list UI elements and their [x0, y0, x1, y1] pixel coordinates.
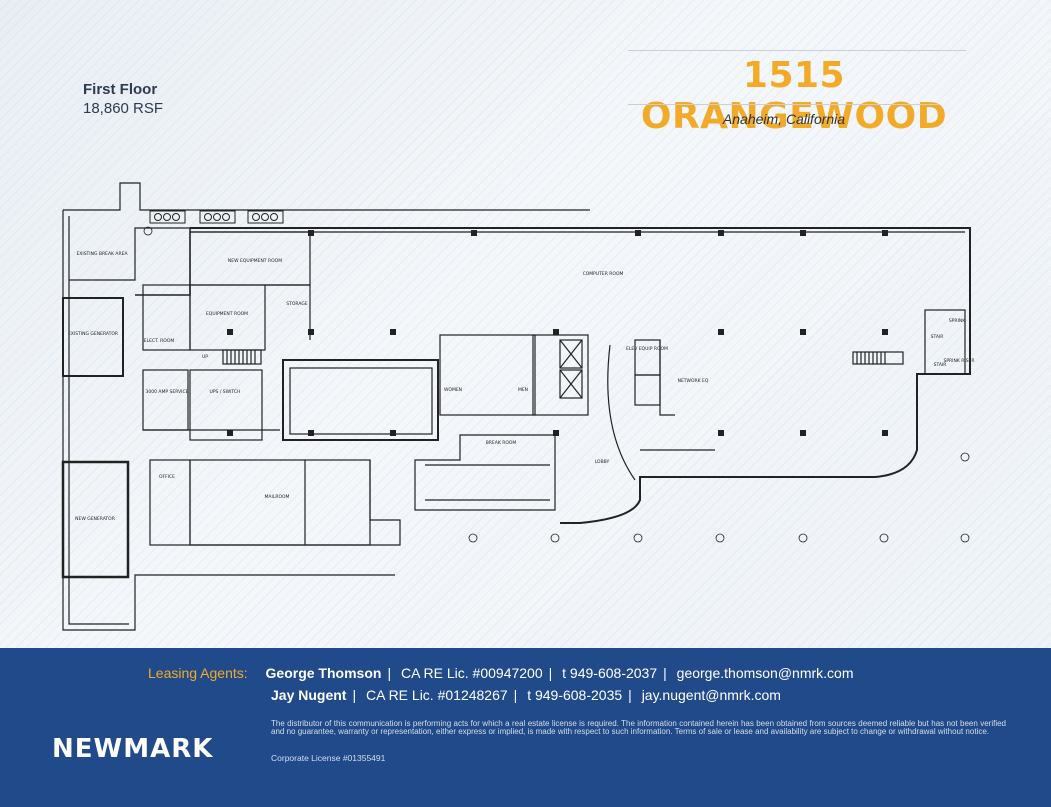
footer [0, 648, 1051, 807]
corporate-license: Corporate License #01355491 [271, 753, 386, 763]
agent2-license: CA RE Lic. #01248267 [366, 687, 508, 703]
label-sprinkler-riser: SPRINK RISER [943, 358, 974, 364]
label-women: WOMEN [444, 387, 462, 393]
label-new-generator: NEW GENERATOR [75, 516, 115, 522]
label-sprinkler: SPRINK [949, 318, 966, 324]
label-computer-room: COMPUTER ROOM [583, 271, 624, 277]
agent1-email[interactable]: george.thomson@nmrk.com [676, 665, 854, 681]
agent1-phone: t 949-608-2037 [562, 665, 658, 681]
building-name: 1515 ORANGEWOOD [640, 55, 948, 137]
label-existing-break-area: EXISTING BREAK AREA [76, 251, 128, 257]
label-elev-equip-room: ELEV EQUIP ROOM [626, 346, 668, 352]
label-up: UP [202, 354, 208, 360]
agent-row-2: Jay Nugent| CA RE Lic. #01248267| t 949-… [271, 687, 781, 703]
label-office: OFFICE [159, 474, 175, 480]
leasing-agents-label: Leasing Agents: [148, 665, 248, 681]
background-pattern [0, 0, 1051, 648]
agent1-license: CA RE Lic. #00947200 [400, 665, 543, 681]
label-men: MEN [518, 387, 528, 393]
label-stair-1: STAIR [931, 334, 944, 340]
agent2-phone: t 949-608-2035 [527, 687, 623, 703]
label-amp-service: 3000 AMP SERVICE [146, 389, 189, 395]
label-new-equipment-room: NEW EQUIPMENT ROOM [228, 258, 282, 264]
title-rule-top [628, 50, 966, 51]
label-lobby: LOBBY [595, 459, 610, 465]
label-elect-room: ELECT. ROOM [144, 338, 175, 344]
label-break-room: BREAK ROOM [486, 440, 517, 446]
label-ups-switch: UPS / SWITCH [210, 389, 241, 395]
label-network-eq: NETWORK EQ [678, 378, 709, 384]
newmark-logo: NEWMARK [52, 734, 214, 764]
leasing-agents: Leasing Agents: George Thomson| CA RE Li… [148, 662, 854, 706]
label-storage: STORAGE [286, 301, 308, 307]
floor-title: First Floor [83, 81, 158, 98]
agent1-name: George Thomson [265, 665, 382, 681]
building-city: Anaheim, California [722, 111, 846, 127]
title-rule-bottom [628, 104, 940, 105]
agent-row-1: Leasing Agents: George Thomson| CA RE Li… [148, 665, 854, 681]
agent2-name: Jay Nugent [271, 687, 347, 703]
agent2-email[interactable]: jay.nugent@nmrk.com [641, 687, 781, 703]
floor-rsf: 18,860 RSF [83, 100, 164, 117]
label-stair-2: STAIR [934, 362, 947, 368]
label-mailroom: MAILROOM [265, 494, 290, 500]
floor-plan: COMPUTER ROOM EXISTING BREAK AREA NEW EQ… [61, 182, 975, 631]
brochure-page: First Floor 18,860 RSF 1515 ORANGEWOOD A… [0, 0, 1051, 648]
disclaimer: The distributor of this communication is… [271, 719, 1006, 737]
label-equipment-room: EQUIPMENT ROOM [206, 311, 248, 317]
label-existing-generator: EXISTING GENERATOR [68, 331, 118, 337]
